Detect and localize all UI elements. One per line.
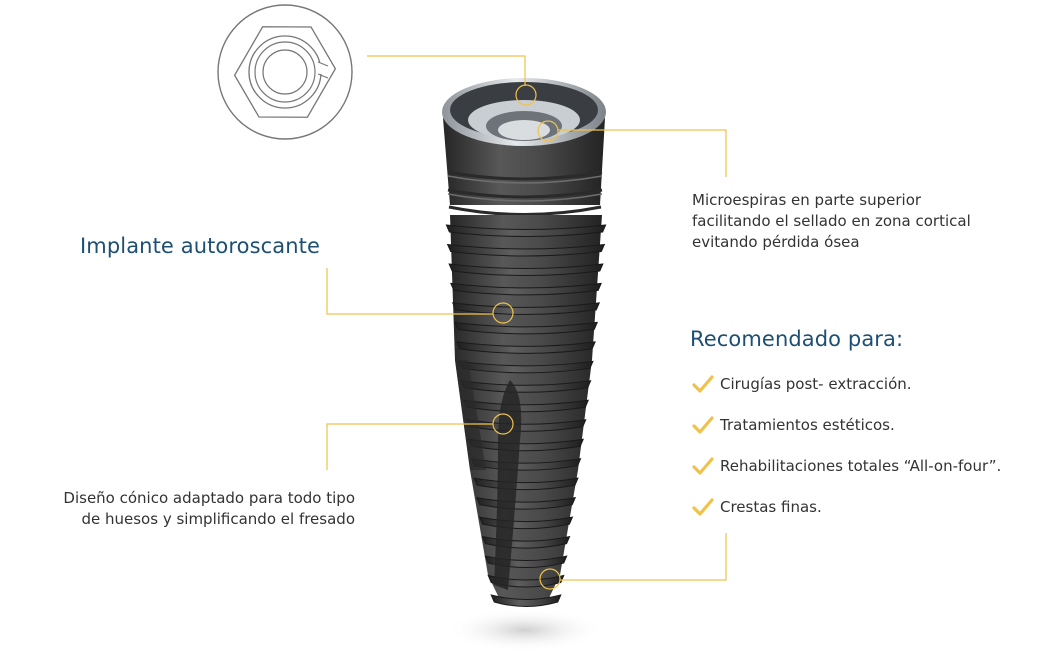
hex-connection-top-view xyxy=(217,4,353,140)
conical-description: Diseño cónico adaptado para todo tipo de… xyxy=(63,488,355,530)
thread-ring xyxy=(453,321,599,335)
thread-ring xyxy=(450,282,602,296)
thread-ring xyxy=(448,263,604,276)
recommended-list: Cirugías post- extracción. Tratamientos … xyxy=(692,373,1001,537)
conical-line-2: de huesos y simplificando el fresado xyxy=(81,510,355,528)
check-icon xyxy=(692,456,714,475)
list-item: Rehabilitaciones totales “All-on-four”. xyxy=(692,455,1001,476)
recommended-title: Recomendado para: xyxy=(690,327,904,351)
list-item: Crestas finas. xyxy=(692,496,1001,517)
conical-line-1: Diseño cónico adaptado para todo tipo xyxy=(63,489,355,507)
check-icon xyxy=(692,497,714,516)
list-item-label: Tratamientos estéticos. xyxy=(720,415,895,434)
thread-ring xyxy=(460,380,592,393)
thread-ring xyxy=(490,594,562,607)
check-icon xyxy=(692,415,714,434)
microspirals-line-2: facilitando el sellado en zona cortical xyxy=(692,212,971,230)
implant-body xyxy=(442,78,607,607)
list-item-label: Crestas finas. xyxy=(720,497,822,516)
self-tapping-title: Implante autoroscante xyxy=(80,234,321,258)
list-item-label: Cirugías post- extracción. xyxy=(720,374,912,393)
thread-ring xyxy=(458,360,594,374)
microspirals-line-1: Microespiras en parte superior xyxy=(692,191,922,209)
leader-lines xyxy=(326,55,727,590)
list-item: Tratamientos estéticos. xyxy=(692,414,1001,435)
thread-ring xyxy=(445,224,607,237)
microspirals-line-3: evitando pérdida ósea xyxy=(692,233,860,251)
list-item: Cirugías post- extracción. xyxy=(692,373,1001,394)
check-icon xyxy=(692,374,714,393)
implant-shadow xyxy=(445,608,605,652)
list-item-label: Rehabilitaciones totales “All-on-four”. xyxy=(720,456,1002,475)
microspirals-description: Microespiras en parte superior facilitan… xyxy=(692,190,1052,253)
thread-ring xyxy=(456,341,596,354)
thread-ring xyxy=(446,243,606,257)
